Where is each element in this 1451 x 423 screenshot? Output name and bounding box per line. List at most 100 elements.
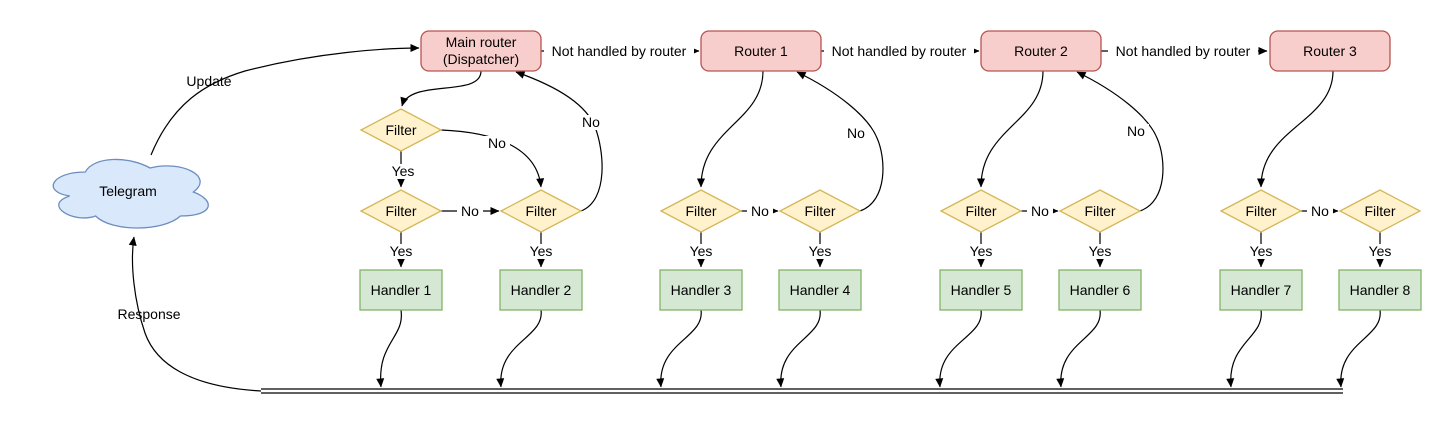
edge-label-no-router1-horizontal: No (751, 203, 769, 219)
edge-label-not-handled-1: Not handled by router (552, 43, 687, 59)
edge-label-no-router1-return: No (847, 125, 865, 141)
label-background (824, 43, 974, 59)
label-background (388, 164, 418, 179)
filter-node-router2-right: Filter (1058, 189, 1142, 233)
edge-label-yes-3: Yes (690, 243, 713, 259)
handler-box (659, 269, 743, 311)
filter-label: Filter (385, 122, 416, 138)
handler-box (778, 269, 862, 311)
edge-label-no-main-horizontal: No (461, 203, 479, 219)
filter-node-router2-left: Filter (939, 189, 1023, 233)
edge-handler5-to-bus (935, 309, 982, 388)
router1-label: Router 1 (734, 43, 788, 59)
handler-label: Handler 2 (511, 282, 572, 298)
label-background (686, 244, 716, 259)
label-background (1108, 43, 1258, 59)
filter-label: Filter (525, 203, 556, 219)
label-background (1123, 124, 1149, 139)
handler-box (939, 269, 1023, 311)
router2-node: Router 2 (980, 30, 1102, 72)
edge-router3-to-filter (1257, 70, 1334, 188)
filter-node-router3-right: Filter (1338, 189, 1422, 233)
label-background (805, 244, 835, 259)
edge-handler6-to-bus (1056, 309, 1101, 388)
handler-box (1219, 269, 1303, 311)
edge-no-return-router2 (1076, 71, 1164, 212)
filter-label: Filter (1364, 203, 1395, 219)
filter-label: Filter (965, 203, 996, 219)
router2-label: Router 2 (1014, 43, 1068, 59)
label-background (1246, 244, 1276, 259)
edge-label-yes-2: Yes (530, 243, 553, 259)
edge-label-not-handled-2: Not handled by router (832, 43, 967, 59)
edge-no-return-main (515, 71, 603, 212)
edge-label-yes-1: Yes (390, 243, 413, 259)
router2-box (980, 30, 1102, 72)
router1-node: Router 1 (700, 30, 822, 72)
edge-label-response: Response (117, 306, 180, 322)
filter-node-main-top: Filter (359, 108, 443, 152)
handler-box (1338, 269, 1422, 311)
label-background (1307, 204, 1333, 219)
router1-box (700, 30, 822, 72)
main-router-node: Main router (Dispatcher) (420, 30, 542, 72)
label-background (843, 126, 869, 141)
filter-label: Filter (1084, 203, 1115, 219)
handler7-node: Handler 7 (1219, 269, 1303, 311)
filter-node-router3-left: Filter (1219, 189, 1303, 233)
router3-node: Router 3 (1269, 30, 1391, 72)
main-router-box (420, 30, 542, 72)
edge-dispatcher-to-filter (400, 70, 482, 107)
filter-diamond (1058, 189, 1142, 233)
filter-label: Filter (385, 203, 416, 219)
handler-label: Handler 6 (1070, 282, 1131, 298)
label-background (1027, 204, 1053, 219)
edge-update (150, 44, 420, 156)
cloud-shape (52, 158, 209, 229)
filter-diamond (1338, 189, 1422, 233)
telegram-cloud-node: Telegram (52, 158, 209, 229)
handler-label: Handler 7 (1231, 282, 1292, 298)
handler4-node: Handler 4 (778, 269, 862, 311)
filter-diamond (659, 189, 743, 233)
edge-label-yes-8: Yes (1369, 243, 1392, 259)
main-router-label-line2: (Dispatcher) (443, 51, 519, 67)
edge-handler8-to-bus (1336, 309, 1381, 388)
handler8-node: Handler 8 (1338, 269, 1422, 311)
handler6-node: Handler 6 (1058, 269, 1142, 311)
handler-label: Handler 5 (951, 282, 1012, 298)
filter-diamond (359, 108, 443, 152)
label-background (484, 136, 510, 151)
label-background (386, 244, 416, 259)
filter-label: Filter (804, 203, 835, 219)
edge-label-no-router2-horizontal: No (1031, 203, 1049, 219)
filter-diamond (499, 189, 583, 233)
filter-node-router1-right: Filter (778, 189, 862, 233)
handler-label: Handler 4 (790, 282, 851, 298)
edge-label-no-main-return: No (582, 114, 600, 130)
handler3-node: Handler 3 (659, 269, 743, 311)
filter-node-main-right: Filter (499, 189, 583, 233)
edge-handler1-to-bus (376, 309, 402, 388)
edge-label-yes-main-top: Yes (392, 163, 415, 179)
handler5-node: Handler 5 (939, 269, 1023, 311)
edge-response (128, 236, 262, 392)
edge-handler4-to-bus (776, 309, 821, 388)
edge-handler3-to-bus (656, 309, 702, 388)
handler-box (499, 269, 583, 311)
filter-diamond (359, 189, 443, 233)
filter-diamond (939, 189, 1023, 233)
edge-handler2-to-bus (496, 309, 542, 388)
label-background (457, 204, 483, 219)
handler-label: Handler 1 (371, 282, 432, 298)
telegram-label: Telegram (99, 183, 157, 199)
label-background (1365, 244, 1395, 259)
label-background (747, 204, 773, 219)
edge-label-yes-7: Yes (1250, 243, 1273, 259)
label-background (966, 244, 996, 259)
filter-node-router1-left: Filter (659, 189, 743, 233)
filter-node-main-left: Filter (359, 189, 443, 233)
edge-no-return-router1 (796, 71, 884, 212)
